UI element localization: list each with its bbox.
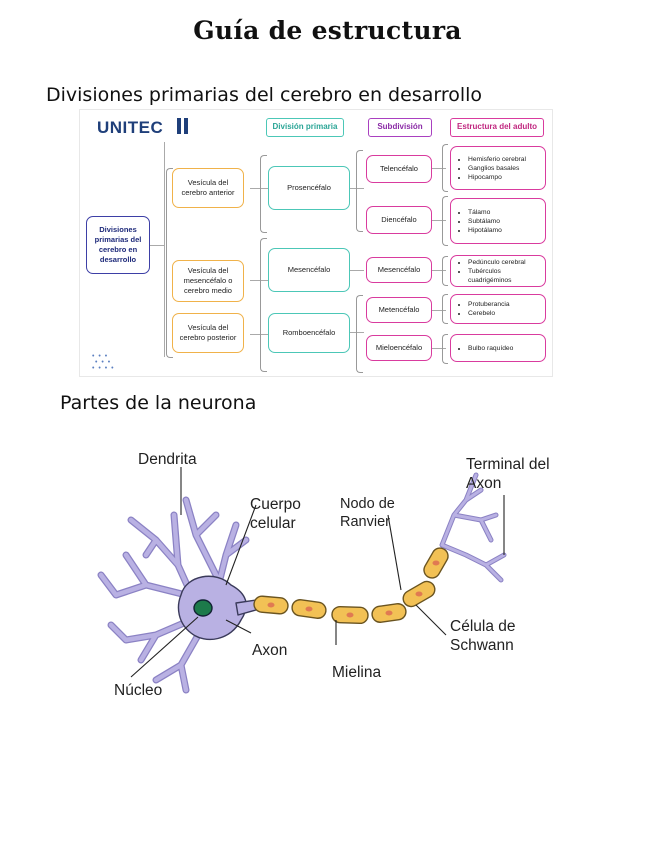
list-item: Cerebelo [468, 309, 510, 318]
header-adult-structure: Estructura del adulto [450, 118, 544, 137]
header-subdivision: Subdivisión [368, 118, 432, 137]
bracket [356, 150, 363, 232]
bracket [356, 295, 363, 373]
section-heading-neuron: Partes de la neurona [60, 392, 257, 414]
connector [432, 348, 446, 349]
subdivision-telencephalon: Telencéfalo [366, 155, 432, 183]
nucleus-shape [193, 599, 213, 617]
page-title: Guía de estructura [193, 16, 462, 45]
bracket [442, 144, 448, 192]
subdivision-myelencephalon: Mieloencéfalo [366, 335, 432, 361]
bracket [442, 196, 448, 246]
bracket [442, 334, 448, 364]
root-node: Divisiones primarias del cerebro en desa… [86, 216, 150, 274]
unitec-logo: UNITEC [97, 118, 164, 137]
bracket [260, 238, 267, 372]
subdivision-metencephalon: Metencéfalo [366, 297, 432, 323]
list-item: Subtálamo [468, 217, 502, 226]
primary-rhombencephalon: Romboencéfalo [268, 313, 350, 353]
subdivision-diencephalon: Diencéfalo [366, 206, 432, 234]
connector [250, 188, 268, 189]
bracket [166, 168, 173, 358]
label-nucleus: Núcleo [114, 682, 163, 699]
adult-structures-telencephalon: Hemisferio cerebralGanglios basalesHipoc… [450, 146, 546, 190]
list-item: Hipotálamo [468, 226, 502, 235]
vesicle-forebrain: Vesícula del cerebro anterior [172, 168, 244, 208]
connector [432, 310, 446, 311]
list-item: Tálamo [468, 208, 502, 217]
neuron-illustration [97, 467, 507, 694]
connector [350, 332, 364, 333]
list-item: Ganglios basales [468, 164, 526, 173]
list-item: Protuberancia [468, 300, 510, 309]
logo-bars-icon [177, 118, 191, 134]
list-item: Hemisferio cerebral [468, 155, 526, 164]
connector [150, 245, 164, 246]
bracket [442, 294, 448, 324]
adult-structures-metencephalon: ProtuberanciaCerebelo [450, 294, 546, 324]
label-schwann-cell: Célula de Schwann [450, 618, 516, 654]
list-item: Hipocampo [468, 173, 526, 182]
header-primary-division: División primaria [266, 118, 344, 137]
bracket [442, 256, 448, 286]
connector [164, 142, 165, 357]
label-node-of-ranvier: Nodo de Ranvier [340, 496, 395, 530]
decorative-dots-icon: • • • • • •• • • • [92, 353, 115, 372]
bracket [260, 155, 267, 233]
connector [350, 270, 364, 271]
vesicle-midbrain: Vesícula del mesencéfalo o cerebro medio [172, 260, 244, 302]
connector [432, 220, 446, 221]
connector [432, 168, 446, 169]
connector [250, 280, 268, 281]
section-heading-brain-divisions: Divisiones primarias del cerebro en desa… [46, 84, 483, 106]
list-item: Bulbo raquídeo [468, 344, 513, 353]
primary-prosencephalon: Prosencéfalo [268, 166, 350, 210]
list-item: Tubérculos cuadrigéminos [468, 267, 541, 285]
adult-structures-mesencephalon: Pedúnculo cerebralTubérculos cuadrigémin… [450, 255, 546, 287]
connector [250, 334, 268, 335]
vesicle-hindbrain: Vesícula del cerebro posterior [172, 313, 244, 353]
brain-divisions-chart: UNITEC División primaria Subdivisión Est… [80, 110, 552, 376]
primary-mesencephalon: Mesencéfalo [268, 248, 350, 292]
label-cell-body: Cuerpo celular [250, 496, 301, 532]
label-axon: Axon [252, 642, 288, 659]
adult-structures-diencephalon: TálamoSubtálamoHipotálamo [450, 198, 546, 244]
label-dendrite: Dendrita [138, 451, 197, 468]
adult-structures-myelencephalon: Bulbo raquídeo [450, 334, 546, 362]
label-axon-terminal: Terminal del Axon [466, 456, 550, 492]
connector [432, 270, 446, 271]
connector [350, 188, 364, 189]
list-item: Pedúnculo cerebral [468, 258, 541, 267]
subdivision-mesencephalon: Mesencéfalo [366, 257, 432, 283]
neuron-diagram: Dendrita Cuerpo celular Nodo de Ranvier … [86, 445, 566, 700]
label-myelin: Mielina [332, 664, 382, 681]
